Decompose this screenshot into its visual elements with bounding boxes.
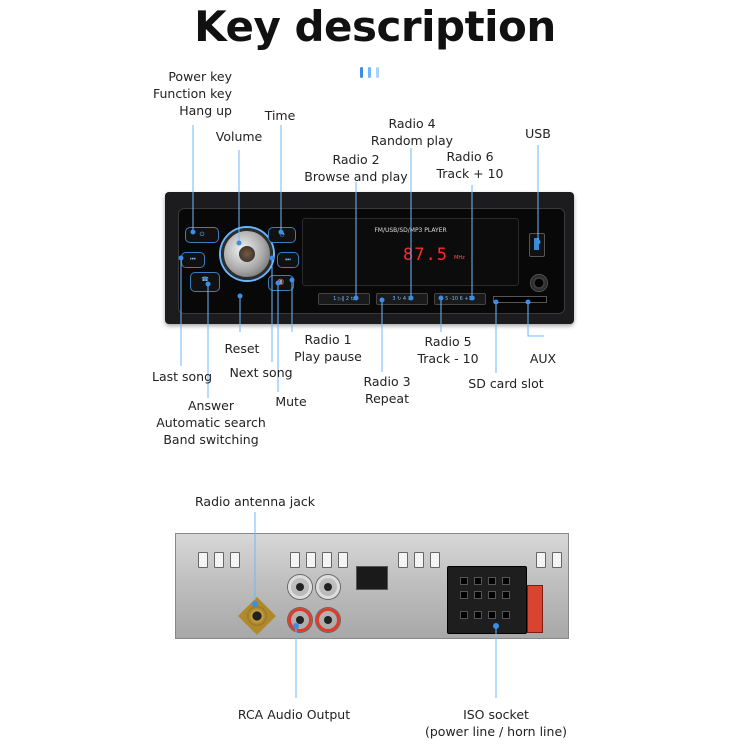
vent-hole xyxy=(306,552,316,568)
iso-pin xyxy=(474,591,482,599)
vent-hole xyxy=(322,552,332,568)
iso-socket xyxy=(447,566,527,634)
iso-pin xyxy=(460,591,468,599)
iso-pin xyxy=(474,611,482,619)
preset-3-4-button[interactable]: 3 ↻ 4 ⤮ xyxy=(376,293,428,305)
iso-pin xyxy=(502,591,510,599)
vent-hole xyxy=(430,552,440,568)
label-radio-3-line1: Radio 3 xyxy=(363,374,411,389)
label-answer-line1: Answer xyxy=(187,398,235,413)
label-rca-audio-output: RCA Audio Output xyxy=(237,707,351,722)
label-power-key-line1: Power key xyxy=(168,69,232,84)
label-radio-4-line1: Radio 4 xyxy=(388,116,436,131)
fuse xyxy=(527,585,543,633)
label-radio-4: Radio 4 Random play xyxy=(362,115,462,149)
label-answer: Answer Automatic search Band switching xyxy=(150,397,272,448)
title-decoration xyxy=(360,63,384,82)
label-power-key-line2: Function key xyxy=(152,86,232,101)
label-radio-antenna-jack: Radio antenna jack xyxy=(195,494,315,509)
label-radio-2-line2: Browse and play xyxy=(304,169,408,184)
label-mute: Mute xyxy=(275,394,307,409)
next-song-button[interactable]: ⏭ xyxy=(277,252,299,268)
power-connector xyxy=(356,566,388,590)
label-radio-3: Radio 3 Repeat xyxy=(352,373,422,407)
vent-hole xyxy=(398,552,408,568)
label-radio-5-line2: Track - 10 xyxy=(417,351,479,366)
rca-jack-white-right xyxy=(316,575,340,599)
vent-hole xyxy=(414,552,424,568)
label-radio-2-line1: Radio 2 xyxy=(332,152,380,167)
antenna-jack xyxy=(247,606,267,626)
vent-hole xyxy=(214,552,224,568)
label-radio-3-line2: Repeat xyxy=(364,391,409,406)
time-button[interactable]: ◔ xyxy=(268,227,296,243)
vent-hole xyxy=(338,552,348,568)
label-power-key-line3: Hang up xyxy=(179,103,232,118)
label-radio-2: Radio 2 Browse and play xyxy=(300,151,412,185)
iso-pin xyxy=(502,577,510,585)
rca-jack-white-left xyxy=(288,575,312,599)
display-brand: FM/USB/SD/MP3 PLAYER xyxy=(374,227,447,234)
page-title: Key description xyxy=(194,2,556,51)
iso-pin xyxy=(502,611,510,619)
label-iso-socket-line2: (power line / horn line) xyxy=(424,724,568,739)
iso-pin xyxy=(488,577,496,585)
label-radio-1-line1: Radio 1 xyxy=(304,332,352,347)
label-radio-1: Radio 1 Play pause xyxy=(288,331,368,365)
sd-card-slot[interactable] xyxy=(493,296,547,303)
label-radio-1-line2: Play pause xyxy=(294,349,362,364)
label-iso-socket: ISO socket (power line / horn line) xyxy=(416,706,576,740)
label-radio-6-line2: Track + 10 xyxy=(436,166,504,181)
aux-port[interactable] xyxy=(530,274,548,292)
iso-pin xyxy=(460,611,468,619)
label-sd-card-slot: SD card slot xyxy=(468,376,544,391)
label-aux: AUX xyxy=(529,351,557,366)
label-volume: Volume xyxy=(215,129,263,144)
label-radio-6-line1: Radio 6 xyxy=(446,149,494,164)
label-radio-4-line2: Random play xyxy=(370,133,454,148)
label-next-song: Next song xyxy=(229,365,293,380)
vent-hole xyxy=(198,552,208,568)
label-radio-5: Radio 5 Track - 10 xyxy=(408,333,488,367)
label-radio-5-line1: Radio 5 xyxy=(424,334,472,349)
rca-jack-red-left xyxy=(288,608,312,632)
iso-pin xyxy=(488,591,496,599)
label-reset: Reset xyxy=(224,341,260,356)
iso-pin xyxy=(474,577,482,585)
label-time: Time xyxy=(264,108,296,123)
display-frequency: 87.5 xyxy=(403,245,448,265)
vent-hole xyxy=(536,552,546,568)
iso-pin xyxy=(488,611,496,619)
label-last-song: Last song xyxy=(151,369,213,384)
mute-button[interactable]: 🔇 xyxy=(268,275,294,291)
vent-hole xyxy=(290,552,300,568)
rca-jack-red-right xyxy=(316,608,340,632)
label-answer-line2: Automatic search xyxy=(156,415,266,430)
vent-hole xyxy=(552,552,562,568)
label-iso-socket-line1: ISO socket xyxy=(463,707,529,722)
display-unit: MHz xyxy=(454,255,465,261)
iso-pin xyxy=(460,577,468,585)
label-power-key: Power key Function key Hang up xyxy=(130,68,232,119)
volume-knob[interactable] xyxy=(221,228,273,280)
label-radio-6: Radio 6 Track + 10 xyxy=(430,148,510,182)
band-button[interactable]: ☎ xyxy=(190,272,220,292)
vent-hole xyxy=(230,552,240,568)
label-answer-line3: Band switching xyxy=(163,432,259,447)
label-usb: USB xyxy=(525,126,551,141)
